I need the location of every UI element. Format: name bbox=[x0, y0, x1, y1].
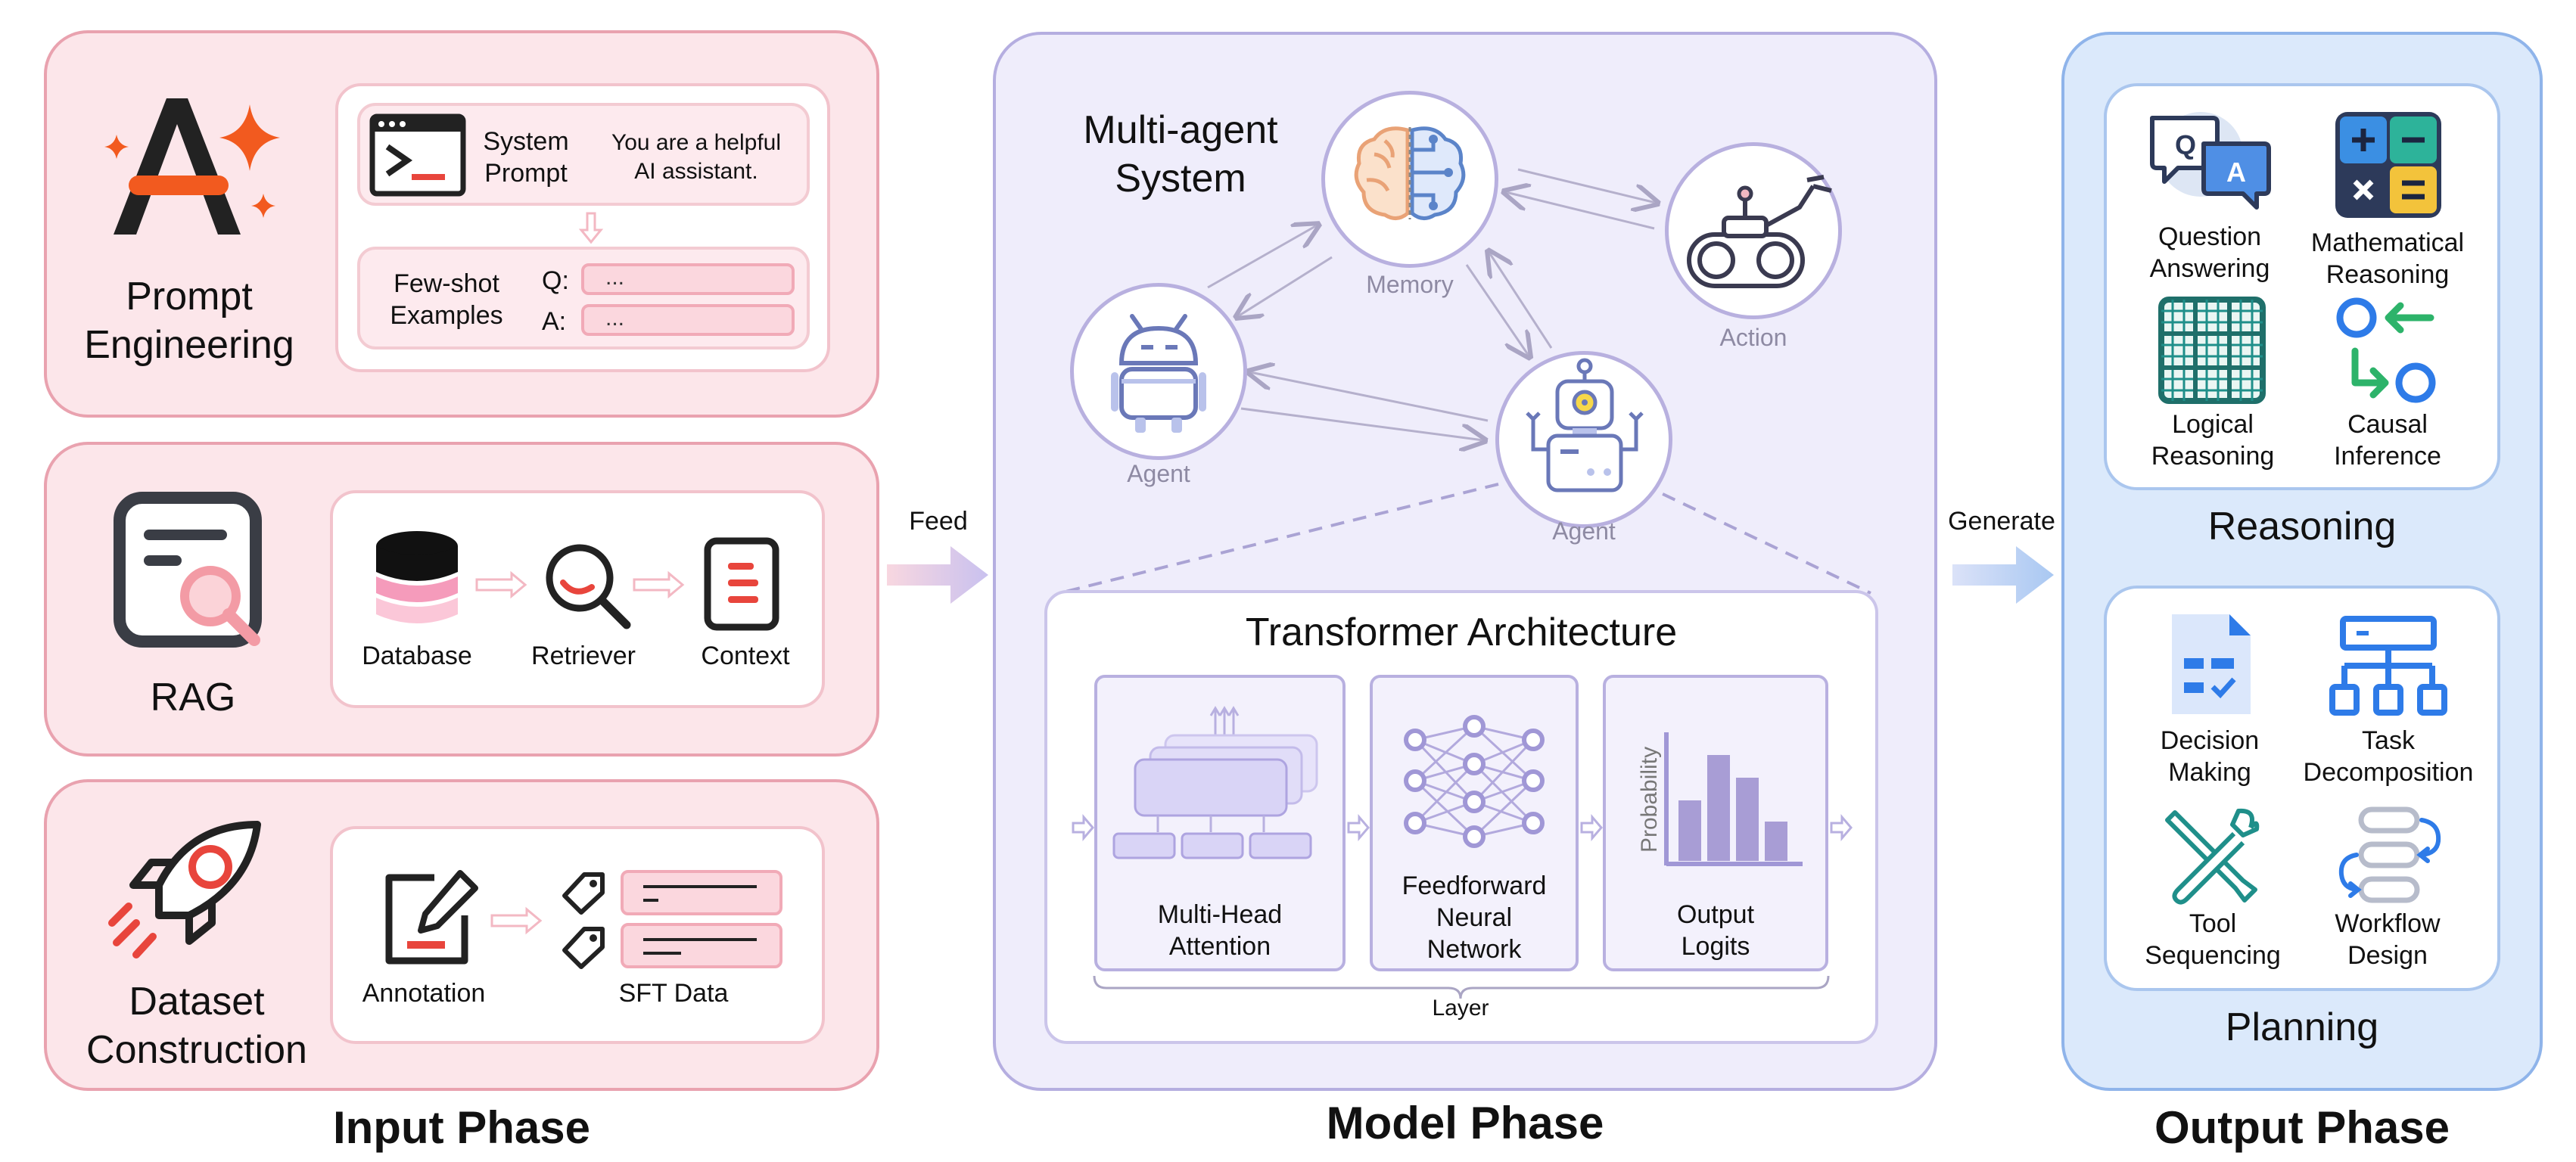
mha-label-1: Multi-Head bbox=[1157, 900, 1283, 929]
planning-title: Planning bbox=[2225, 1005, 2379, 1049]
input-phase-title: Input Phase bbox=[332, 1102, 591, 1153]
feed-arrow-icon bbox=[887, 546, 988, 604]
reasoning-title: Reasoning bbox=[2207, 505, 2397, 548]
annotation-label: Annotation bbox=[362, 979, 486, 1008]
attention-stack-icon bbox=[1112, 706, 1318, 859]
math-label-1: Mathematical bbox=[2310, 228, 2465, 257]
system-prompt-label-1: System bbox=[483, 127, 569, 156]
action-label: Action bbox=[1719, 324, 1787, 351]
math-label-2: Reasoning bbox=[2326, 260, 2450, 289]
q-field: ... bbox=[581, 263, 795, 295]
robot-icon bbox=[1526, 358, 1644, 492]
causal-label-2: Inference bbox=[2334, 442, 2441, 471]
tag-icon bbox=[562, 872, 605, 915]
sft-data-label: SFT Data bbox=[618, 979, 729, 1008]
retriever-label: Retriever bbox=[531, 642, 636, 670]
workflow-label-1: Workflow bbox=[2335, 909, 2441, 938]
tool-label-2: Sequencing bbox=[2145, 941, 2281, 970]
memory-label: Memory bbox=[1366, 271, 1454, 298]
ffn-label-1: Feedforward bbox=[1402, 872, 1547, 900]
task-label-2: Decomposition bbox=[2303, 758, 2474, 787]
ffn-label-2: Neural bbox=[1436, 903, 1513, 932]
generate-arrow-icon bbox=[1952, 546, 2054, 604]
database-label: Database bbox=[362, 642, 472, 670]
annotation-pen-icon bbox=[385, 870, 478, 965]
sft-data-fields bbox=[621, 870, 782, 968]
rocket-icon bbox=[108, 821, 261, 958]
generate-label: Generate bbox=[1948, 507, 2055, 536]
a-field: ... bbox=[581, 304, 795, 336]
causal-cycle-icon bbox=[2336, 297, 2436, 403]
transformer-title: Transformer Architecture bbox=[1245, 611, 1678, 654]
logits-label-1: Output bbox=[1676, 900, 1755, 929]
logic-label-2: Reasoning bbox=[2151, 442, 2275, 471]
tool-label-1: Tool bbox=[2189, 909, 2237, 938]
sudoku-grid-icon bbox=[2158, 297, 2266, 404]
histogram-icon bbox=[1664, 732, 1803, 866]
prompt-engineering-title-1: Prompt bbox=[126, 275, 253, 318]
agent-right-label: Agent bbox=[1552, 517, 1616, 545]
prompt-engineering-title-2: Engineering bbox=[84, 323, 294, 367]
output-phase-title: Output Phase bbox=[2154, 1102, 2450, 1153]
neural-network-icon bbox=[1404, 715, 1545, 848]
ffn-label-3: Network bbox=[1426, 935, 1522, 964]
agent-left-label: Agent bbox=[1127, 460, 1190, 487]
memory-node bbox=[1321, 91, 1498, 268]
tools-icon bbox=[2165, 808, 2260, 905]
model-phase-title: Model Phase bbox=[1326, 1098, 1604, 1148]
system-prompt-text-1: You are a helpful bbox=[611, 130, 782, 155]
dataset-title-1: Dataset bbox=[129, 980, 265, 1024]
qa-label-2: Answering bbox=[2149, 254, 2270, 283]
calculator-icon bbox=[2335, 112, 2441, 218]
robot-arm-icon bbox=[1687, 175, 1832, 288]
workflow-label-2: Design bbox=[2347, 941, 2428, 970]
causal-label-1: Causal bbox=[2347, 410, 2428, 439]
mha-label-2: Attention bbox=[1168, 932, 1271, 961]
few-shot-label-1: Few-shot bbox=[394, 269, 499, 298]
double-arrow-icon bbox=[475, 570, 527, 599]
prompt-engineering-logo-icon bbox=[104, 98, 280, 235]
qa-label-1: Question bbox=[2158, 222, 2262, 251]
dataset-title-2: Construction bbox=[86, 1028, 307, 1072]
layer-label: Layer bbox=[1432, 996, 1489, 1021]
few-shot-label-2: Examples bbox=[390, 301, 503, 330]
tag-icon bbox=[562, 927, 605, 969]
double-arrow-icon bbox=[490, 906, 543, 935]
multi-agent-title-1: Multi-agent bbox=[1083, 108, 1278, 152]
multi-head-attention-block bbox=[1094, 675, 1346, 971]
logits-label-2: Logits bbox=[1681, 932, 1750, 961]
decision-label-2: Making bbox=[2168, 758, 2251, 787]
qa-q-letter: Q bbox=[2175, 129, 2196, 160]
decision-label-1: Decision bbox=[2160, 726, 2260, 755]
multi-agent-title-2: System bbox=[1115, 157, 1246, 200]
brain-icon bbox=[1354, 126, 1466, 220]
system-prompt-text-2: AI assistant. bbox=[634, 159, 758, 184]
document-search-icon bbox=[114, 492, 262, 648]
q-label: Q: bbox=[542, 266, 569, 295]
database-icon bbox=[376, 531, 458, 623]
question-answering-icon: Q A bbox=[2150, 112, 2271, 210]
magnifier-icon bbox=[546, 544, 631, 629]
double-arrow-icon bbox=[633, 570, 685, 599]
context-label: Context bbox=[701, 642, 790, 670]
a-label: A: bbox=[542, 307, 567, 336]
terminal-icon bbox=[369, 113, 466, 197]
rag-title: RAG bbox=[150, 676, 236, 719]
qa-a-letter: A bbox=[2226, 157, 2246, 188]
task-label-1: Task bbox=[2362, 726, 2415, 755]
task-hierarchy-icon bbox=[2329, 616, 2447, 716]
context-document-icon bbox=[704, 537, 779, 631]
decision-document-icon bbox=[2172, 614, 2251, 714]
logic-label-1: Logical bbox=[2172, 410, 2254, 439]
down-arrow-icon bbox=[578, 212, 604, 244]
feed-label: Feed bbox=[909, 507, 968, 536]
workflow-icon bbox=[2338, 806, 2441, 903]
planning-card bbox=[2104, 586, 2500, 991]
system-prompt-label-2: Prompt bbox=[484, 159, 568, 188]
android-robot-icon bbox=[1111, 314, 1206, 433]
